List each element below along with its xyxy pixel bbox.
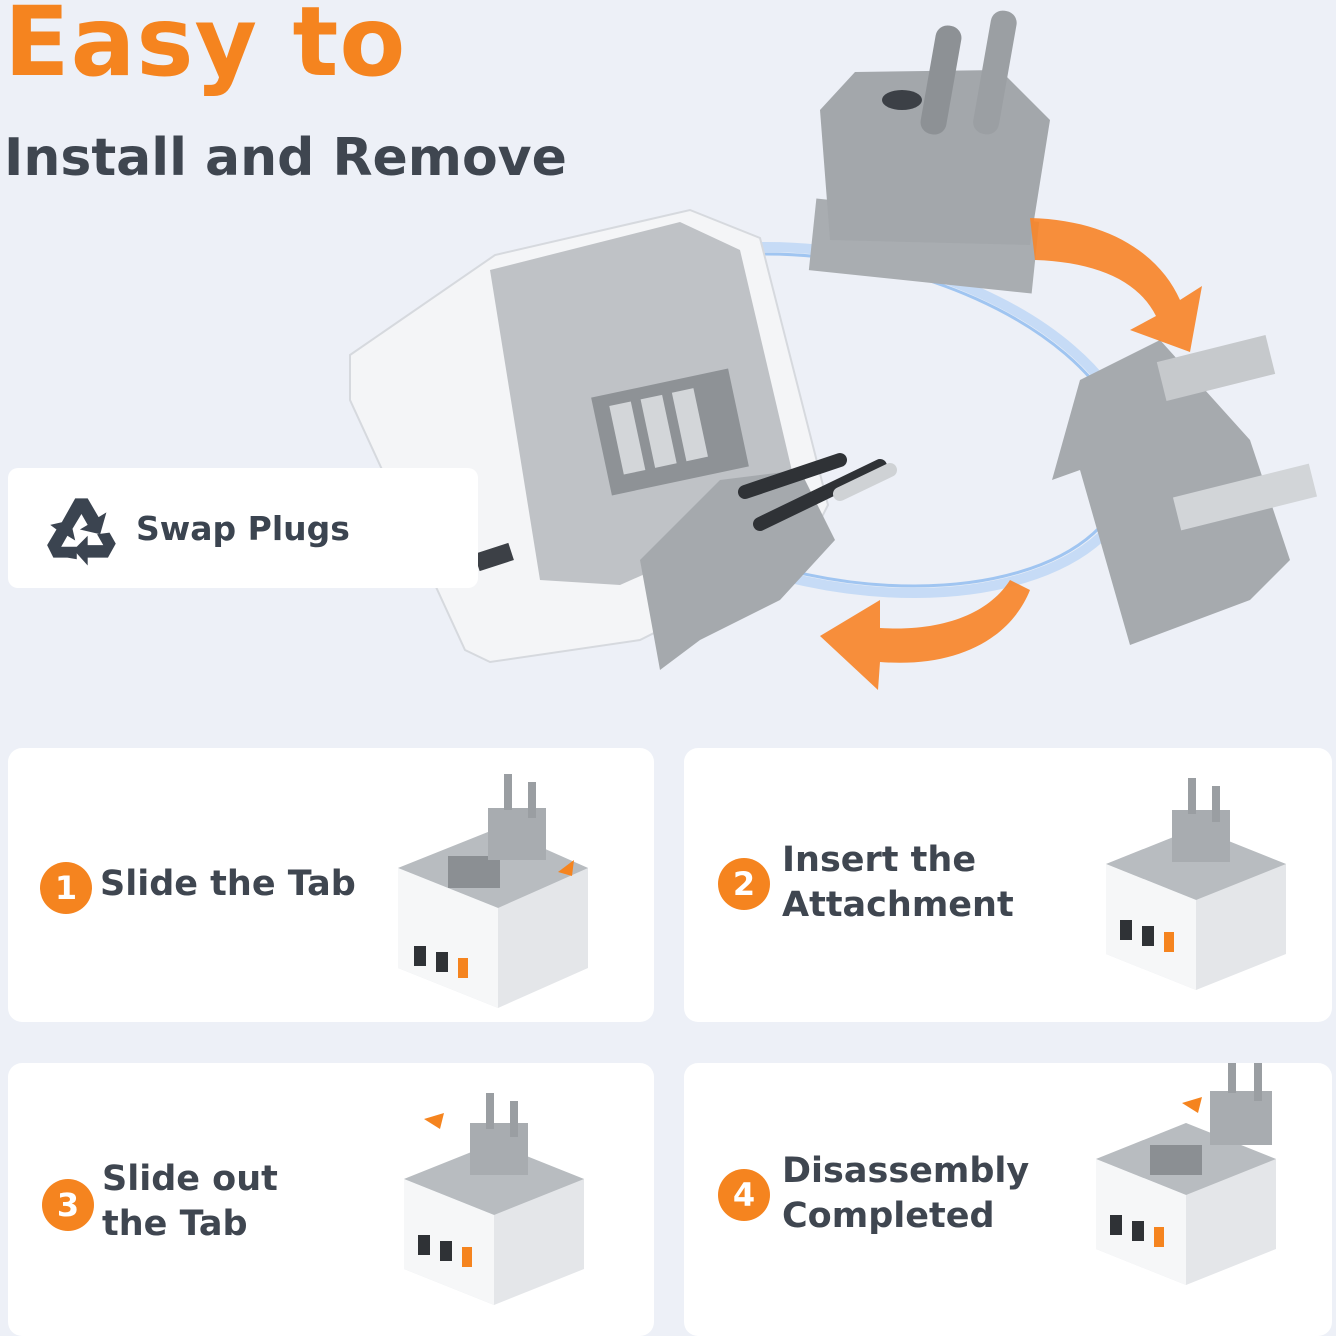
step-number-badge: 2: [718, 858, 770, 910]
step-card-4: 4 Disassembly Completed: [684, 1063, 1332, 1336]
swap-plugs-badge: Swap Plugs: [8, 468, 478, 588]
swap-plugs-label: Swap Plugs: [136, 508, 350, 548]
schuko-plug: [808, 10, 1050, 294]
swap-arrows: [820, 218, 1202, 690]
eu-plug-attached: [640, 453, 897, 670]
plug-adapter-illustration: [349, 10, 1318, 690]
uk-plug: [1052, 335, 1318, 645]
adapter-step-image: [404, 1093, 584, 1305]
step-number-badge: 1: [40, 862, 92, 914]
step-label: Slide the Tab: [100, 864, 356, 904]
step-card-2: 2 Insert the Attachment: [684, 748, 1332, 1022]
headline: Easy to: [4, 0, 407, 98]
recycle-icon: [47, 498, 116, 566]
step-card-3: 3 Slide out the Tab: [8, 1063, 654, 1336]
step-label: Disassembly Completed: [782, 1151, 1030, 1236]
step-number-badge: 4: [718, 1169, 770, 1221]
step-label: Slide out the Tab: [102, 1159, 278, 1244]
step-card-1: 1 Slide the Tab: [8, 748, 654, 1022]
subheadline: Install and Remove: [4, 128, 567, 188]
step-label: Insert the Attachment: [782, 840, 1014, 925]
step-number-badge: 3: [42, 1179, 94, 1231]
adapter-step-image: [1106, 778, 1286, 990]
adapter-step-image: [1096, 1063, 1276, 1285]
adapter-step-image: [398, 774, 588, 1008]
